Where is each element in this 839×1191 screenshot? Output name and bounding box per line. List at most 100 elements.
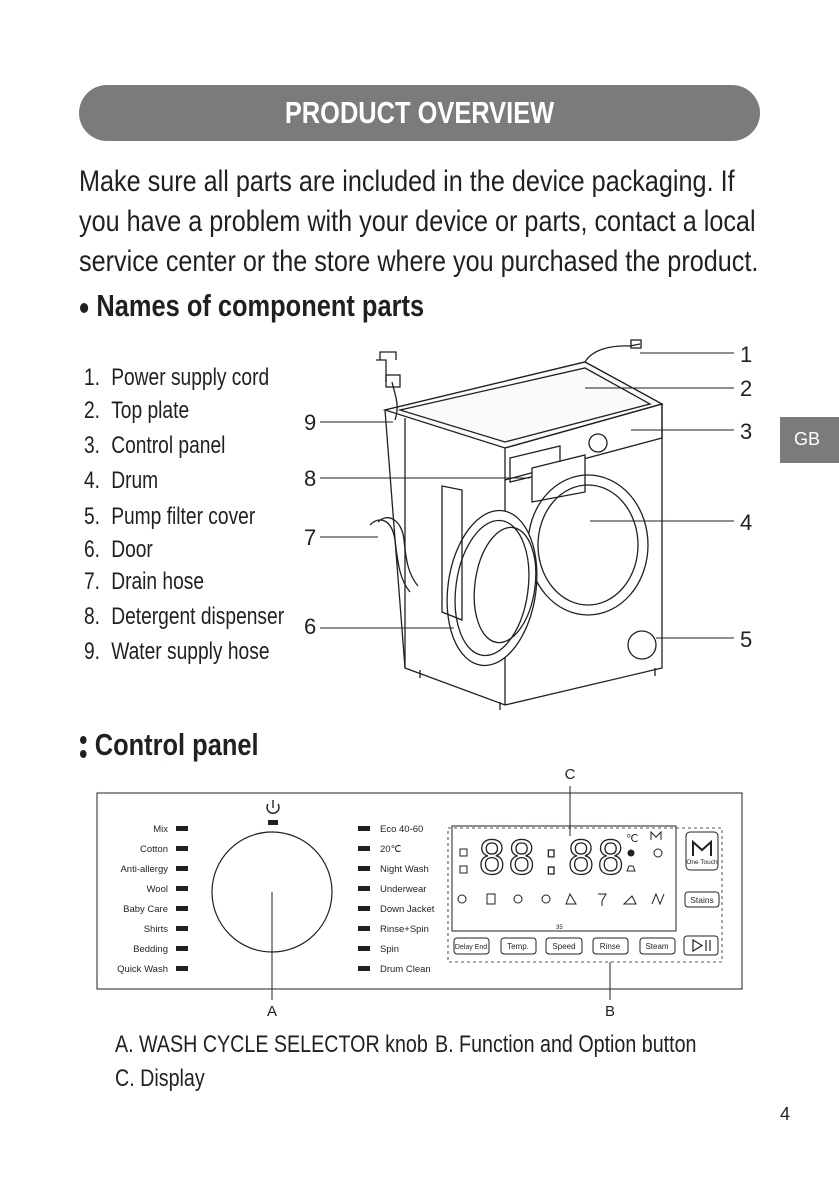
program-label: Drum Clean [380, 964, 431, 975]
button-label: Temp. [507, 942, 529, 951]
option-icon [622, 895, 637, 905]
legend-a: A. WASH CYCLE SELECTOR knob [115, 1031, 428, 1058]
control-panel-diagram: Mix Cotton Anti-allergy Wool Baby Care S… [96, 766, 743, 1020]
program-label: Cotton [140, 844, 168, 855]
washing-machine-illustration: 1 2 3 4 5 6 7 8 9 [304, 339, 752, 710]
list-item: 7.Drain hose [84, 568, 204, 596]
list-item: 3. Control panel [84, 432, 225, 460]
legend-b: B. Function and Option button [435, 1031, 697, 1058]
language-tab: GB [780, 417, 839, 463]
intro-line: Make sure all parts are included in the … [79, 165, 735, 198]
temperature-unit: ℃ [626, 833, 638, 845]
dot-icon [627, 849, 635, 857]
temp-button[interactable] [500, 937, 537, 955]
item-label: Detergent dispenser [111, 603, 285, 630]
button-label: Rinse [600, 942, 621, 951]
item-number: 4. [84, 467, 101, 494]
page-title: PRODUCT OVERVIEW [284, 95, 555, 130]
lock-icon [459, 848, 468, 857]
bullet-icon [80, 735, 88, 758]
program-label: Anti-allergy [120, 864, 168, 875]
option-icon [651, 892, 665, 906]
speed-button[interactable] [545, 937, 583, 955]
item-label: Pump filter cover [111, 503, 256, 530]
item-number: 5. [84, 503, 101, 530]
item-number: 3. [84, 432, 101, 459]
list-item: 8. Detergent dispenser [84, 603, 284, 631]
section-banner: PRODUCT OVERVIEW [79, 85, 760, 141]
rinse-button[interactable] [592, 937, 629, 955]
callout-1: 1 [740, 342, 752, 367]
intro-paragraph: Make sure all parts are included in the … [79, 162, 759, 282]
small-indicator-label: 35 [556, 925, 563, 931]
program-label: Wool [147, 884, 168, 895]
item-label: Water supply hose [111, 638, 270, 665]
list-item: 1. Power supply cord [84, 364, 269, 392]
item-number: 9. [84, 638, 101, 665]
page-number: 4 [780, 1104, 791, 1124]
power-icon [266, 800, 280, 814]
callout-7: 7 [304, 525, 316, 550]
components-heading: Names of component parts [80, 288, 424, 324]
option-icon [598, 893, 607, 906]
program-label: Quick Wash [117, 964, 168, 975]
item-label: Top plate [111, 397, 190, 424]
option-icon [565, 892, 577, 905]
intro-line: service center or the store where you pu… [79, 245, 759, 278]
callout-5: 5 [740, 627, 752, 652]
callout-6: 6 [304, 614, 316, 639]
intro-line: you have a problem with your device or p… [79, 205, 756, 238]
list-item: 6. Door [84, 536, 153, 564]
stains-button[interactable] [684, 891, 720, 908]
program-label: Shirts [144, 924, 169, 935]
item-label: Door [111, 536, 153, 563]
item-label: Control panel [111, 432, 226, 459]
program-label: Rinse+Spin [380, 924, 429, 935]
legend-c: C. Display [115, 1065, 205, 1092]
callout-3: 3 [740, 419, 752, 444]
one-touch-label: One Touch [686, 859, 718, 866]
option-icon [513, 894, 523, 904]
callout-4: 4 [740, 510, 752, 535]
steam-icon [626, 865, 636, 872]
bullet-icon [80, 302, 89, 313]
delay-end-button[interactable] [453, 937, 490, 955]
components-heading-text: Names of component parts [96, 288, 425, 323]
item-number: 6. [84, 536, 101, 563]
option-icon [541, 894, 551, 904]
steam-button[interactable] [639, 937, 676, 955]
item-number: 8. [84, 603, 101, 630]
m-icon [650, 830, 662, 840]
program-label: Night Wash [380, 864, 429, 875]
callout-8: 8 [304, 466, 316, 491]
stains-label: Stains [690, 895, 714, 905]
option-icon [457, 894, 467, 904]
button-label: Steam [645, 942, 668, 951]
clock-icon [653, 848, 663, 858]
language-tab-label: GB [794, 429, 821, 449]
callout-c: C [565, 766, 576, 783]
program-label: Eco 40-60 [380, 824, 423, 835]
program-label: Mix [153, 824, 168, 835]
item-number: 1. [84, 364, 101, 391]
callout-9: 9 [304, 410, 316, 435]
program-label: Underwear [380, 884, 426, 895]
item-label: Power supply cord [111, 364, 270, 391]
control-panel-heading: Control panel [80, 727, 259, 763]
list-item: 2. Top plate [84, 397, 189, 425]
option-icon [486, 893, 496, 905]
callout-2: 2 [740, 376, 752, 401]
item-label: Drain hose [111, 568, 205, 595]
m-icon [692, 839, 712, 856]
program-label: Baby Care [123, 904, 168, 915]
list-item: 5. Pump filter cover [84, 503, 255, 531]
child-lock-icon [459, 865, 468, 874]
button-label: Speed [552, 942, 575, 951]
program-label: 20℃ [380, 844, 402, 855]
list-item: 4.Drum [84, 467, 158, 495]
power-indicator [268, 820, 278, 825]
list-item: 9. Water supply hose [84, 638, 270, 666]
callout-b: B [605, 1003, 615, 1020]
item-number: 2. [84, 397, 101, 424]
button-label: Delay End [455, 944, 487, 951]
